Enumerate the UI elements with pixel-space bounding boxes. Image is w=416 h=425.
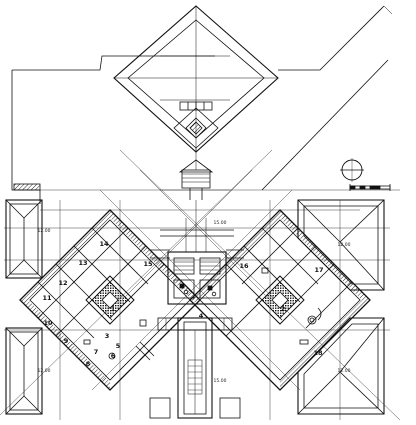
north-pavilion xyxy=(113,5,279,153)
dimension-label: 15.00 xyxy=(214,378,227,384)
entrance-walkway xyxy=(178,148,214,200)
right-wing xyxy=(189,209,371,391)
room-label-16: 16 xyxy=(239,262,249,270)
room-label-6: 6 xyxy=(111,352,116,360)
room-label-3: 3 xyxy=(105,332,110,340)
room-label-10: 10 xyxy=(43,319,53,327)
room-label-1: 1 xyxy=(111,305,116,313)
site-boundary xyxy=(11,5,393,204)
room-label-13: 13 xyxy=(78,259,87,267)
right-lower-pavilion xyxy=(297,317,385,415)
room-numbers: 1 2 3 4 5 6 7 8 9 10 11 12 13 14 15 16 1… xyxy=(42,240,323,368)
room-label-5: 5 xyxy=(116,342,121,350)
dimension-label: 12.00 xyxy=(38,228,51,234)
room-label-17: 17 xyxy=(314,266,323,274)
room-label-7: 7 xyxy=(94,348,99,356)
room-label-11: 11 xyxy=(42,294,52,302)
stair-hatch xyxy=(13,183,41,191)
room-label-8: 8 xyxy=(86,360,91,368)
room-label-9: 9 xyxy=(64,337,69,345)
dimension-label: 12.00 xyxy=(338,368,351,374)
room-label-4: 4 xyxy=(199,312,204,320)
scale-bar xyxy=(349,184,391,191)
south-spine xyxy=(149,317,241,419)
central-core xyxy=(167,251,227,305)
dimension-label: 12.00 xyxy=(38,368,51,374)
dimension-label: 12.00 xyxy=(338,242,351,248)
room-label-12: 12 xyxy=(58,279,67,287)
corridors xyxy=(150,200,244,259)
room-label-15: 15 xyxy=(143,260,153,268)
left-wing xyxy=(19,209,201,391)
room-label-2: 2 xyxy=(281,305,286,313)
north-arrow-icon xyxy=(340,158,364,182)
room-label-18: 18 xyxy=(313,349,323,357)
dimension-labels: 12.00 12.00 15.00 15.00 12.00 12.00 xyxy=(38,220,351,384)
left-lower-pavilion xyxy=(5,327,43,415)
left-upper-pavilion xyxy=(5,199,43,279)
dimension-label: 15.00 xyxy=(214,220,227,226)
room-label-14: 14 xyxy=(99,240,109,248)
